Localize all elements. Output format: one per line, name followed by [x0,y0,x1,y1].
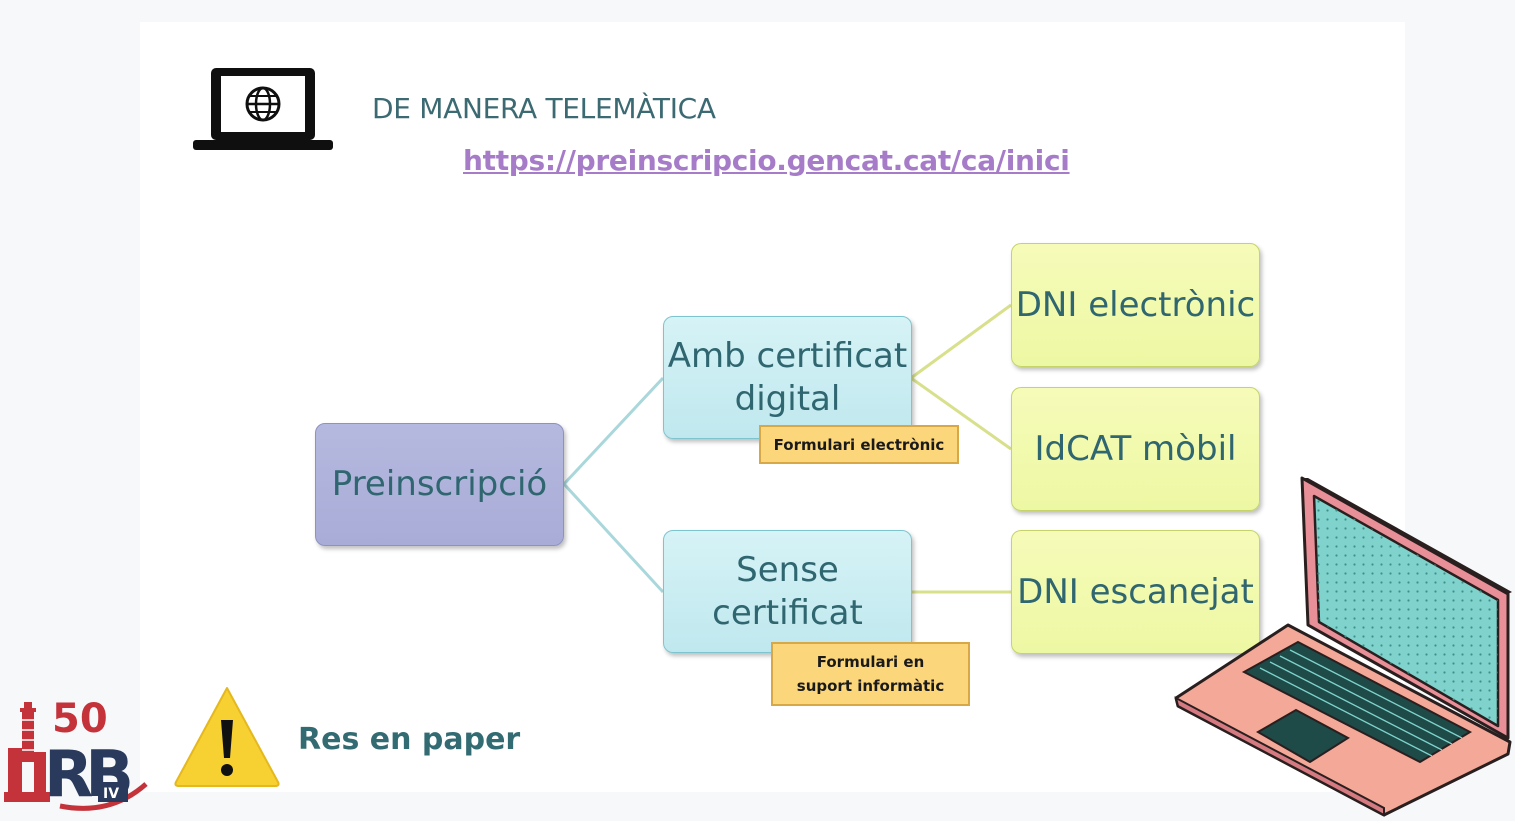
connector-root-no-cert [562,482,665,594]
leaf-dni-scanned: DNI escanejat [1011,530,1260,654]
branch-digital-certificate: Amb certificat digital [663,316,912,439]
svg-text:IV: IV [103,786,119,802]
preinscription-link[interactable]: https://preinscripcio.gencat.cat/ca/inic… [463,144,1070,177]
leaf-idcat-mobile: IdCAT mòbil [1011,387,1260,511]
leaf-dni-electronic: DNI electrònic [1011,243,1260,367]
connector-digital-dni [910,303,1012,380]
svg-text:50: 50 [52,696,108,742]
warning-text: Res en paper [298,722,521,757]
logo-50-anys-rb-iv: 50 RB IV [4,696,148,812]
laptop-illustration [1174,476,1512,817]
connector-root-digital [562,376,665,486]
laptop-globe-icon [193,68,333,150]
warning-icon [174,687,280,787]
connector-digital-idcat [910,376,1012,451]
page-title: DE MANERA TELEMÀTICA [372,92,716,125]
root-node: Preinscripció [315,423,564,546]
branch-no-certificate: Sense certificat [663,530,912,653]
note-digital-form: Formulari en suport informàtic [771,642,970,706]
note-electronic-form: Formulari electrònic [759,425,959,464]
